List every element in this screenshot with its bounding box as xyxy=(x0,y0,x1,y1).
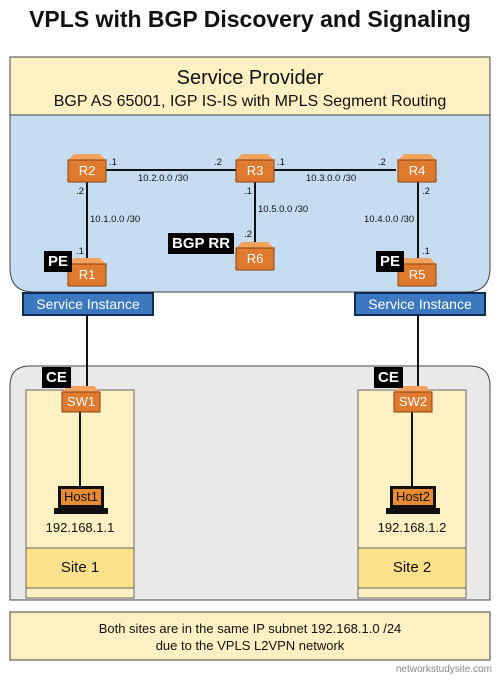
if-r5-top: .1 xyxy=(422,246,430,257)
host1-label: Host1 xyxy=(64,489,98,504)
if-r3-bottom: .1 xyxy=(244,186,252,197)
site1-name: Site 1 xyxy=(60,559,100,576)
subnet-r2-r3: 10.2.0.0 /30 xyxy=(138,173,189,184)
credit-text: networkstudysite.com xyxy=(395,664,492,675)
router-r1-label: R1 xyxy=(78,267,96,282)
provider-title: Service Provider xyxy=(176,67,324,89)
router-r2-label: R2 xyxy=(78,163,96,178)
if-r6-top: .2 xyxy=(244,229,252,240)
router-r5-label: R5 xyxy=(408,267,426,282)
router-r2-icon xyxy=(67,154,107,183)
note-panel xyxy=(9,611,491,661)
subnet-r1-r2: 10.1.0.0 /30 xyxy=(90,214,141,225)
router-r1-icon xyxy=(67,258,107,287)
provider-subtitle: BGP AS 65001, IGP IS-IS with MPLS Segmen… xyxy=(53,93,447,110)
host1-ip: 192.168.1.1 xyxy=(45,520,115,535)
host1-laptop-icon xyxy=(54,486,108,514)
site1-name-box xyxy=(25,547,135,589)
router-r6-icon xyxy=(235,242,275,271)
page-title: VPLS with BGP Discovery and Signaling xyxy=(29,6,471,32)
host2-laptop-icon xyxy=(386,486,440,514)
if-r4-bottom: .2 xyxy=(422,186,430,197)
switch-sw1-icon xyxy=(61,386,101,413)
subnet-r3-r6: 10.5.0.0 /30 xyxy=(258,204,309,215)
subnet-r3-r4: 10.3.0.0 /30 xyxy=(306,173,357,184)
ce-tag-sw2: CE xyxy=(374,367,403,388)
if-r2-right: .1 xyxy=(109,157,117,168)
if-r3-left: .2 xyxy=(214,157,222,168)
site2-name: Site 2 xyxy=(392,559,432,576)
service-instance-right: Service Instance xyxy=(354,292,486,316)
host2-label: Host2 xyxy=(396,489,430,504)
note-line1: Both sites are in the same IP subnet 192… xyxy=(98,621,402,636)
router-icons xyxy=(61,154,437,413)
subnet-r4-r5: 10.4.0.0 /30 xyxy=(364,214,415,225)
host2-ip: 192.168.1.2 xyxy=(377,520,447,535)
router-r3-icon xyxy=(235,154,275,183)
router-r4-label: R4 xyxy=(408,163,426,178)
switch-sw1-label: SW1 xyxy=(66,394,96,409)
pe-tag-r1: PE xyxy=(44,251,73,272)
ce-tag-sw1: CE xyxy=(42,367,71,388)
router-r6-label: R6 xyxy=(246,251,264,266)
pe-tag-r5: PE xyxy=(376,251,405,272)
note-line2: due to the VPLS L2VPN network xyxy=(155,638,345,653)
router-r5-icon xyxy=(397,258,437,287)
bgp-rr-tag: BGP RR xyxy=(168,233,235,254)
switch-sw2-label: SW2 xyxy=(398,394,428,409)
if-r3-right: .1 xyxy=(277,157,285,168)
if-r4-left: .2 xyxy=(378,157,386,168)
links xyxy=(79,169,419,488)
switch-sw2-icon xyxy=(393,386,433,413)
router-r4-icon xyxy=(397,154,437,183)
if-r2-bottom: .2 xyxy=(76,186,84,197)
router-r3-label: R3 xyxy=(246,163,264,178)
service-instance-left: Service Instance xyxy=(22,292,154,316)
if-r1-top: .1 xyxy=(76,246,84,257)
site2-name-box xyxy=(357,547,467,589)
provider-panel xyxy=(9,56,491,116)
